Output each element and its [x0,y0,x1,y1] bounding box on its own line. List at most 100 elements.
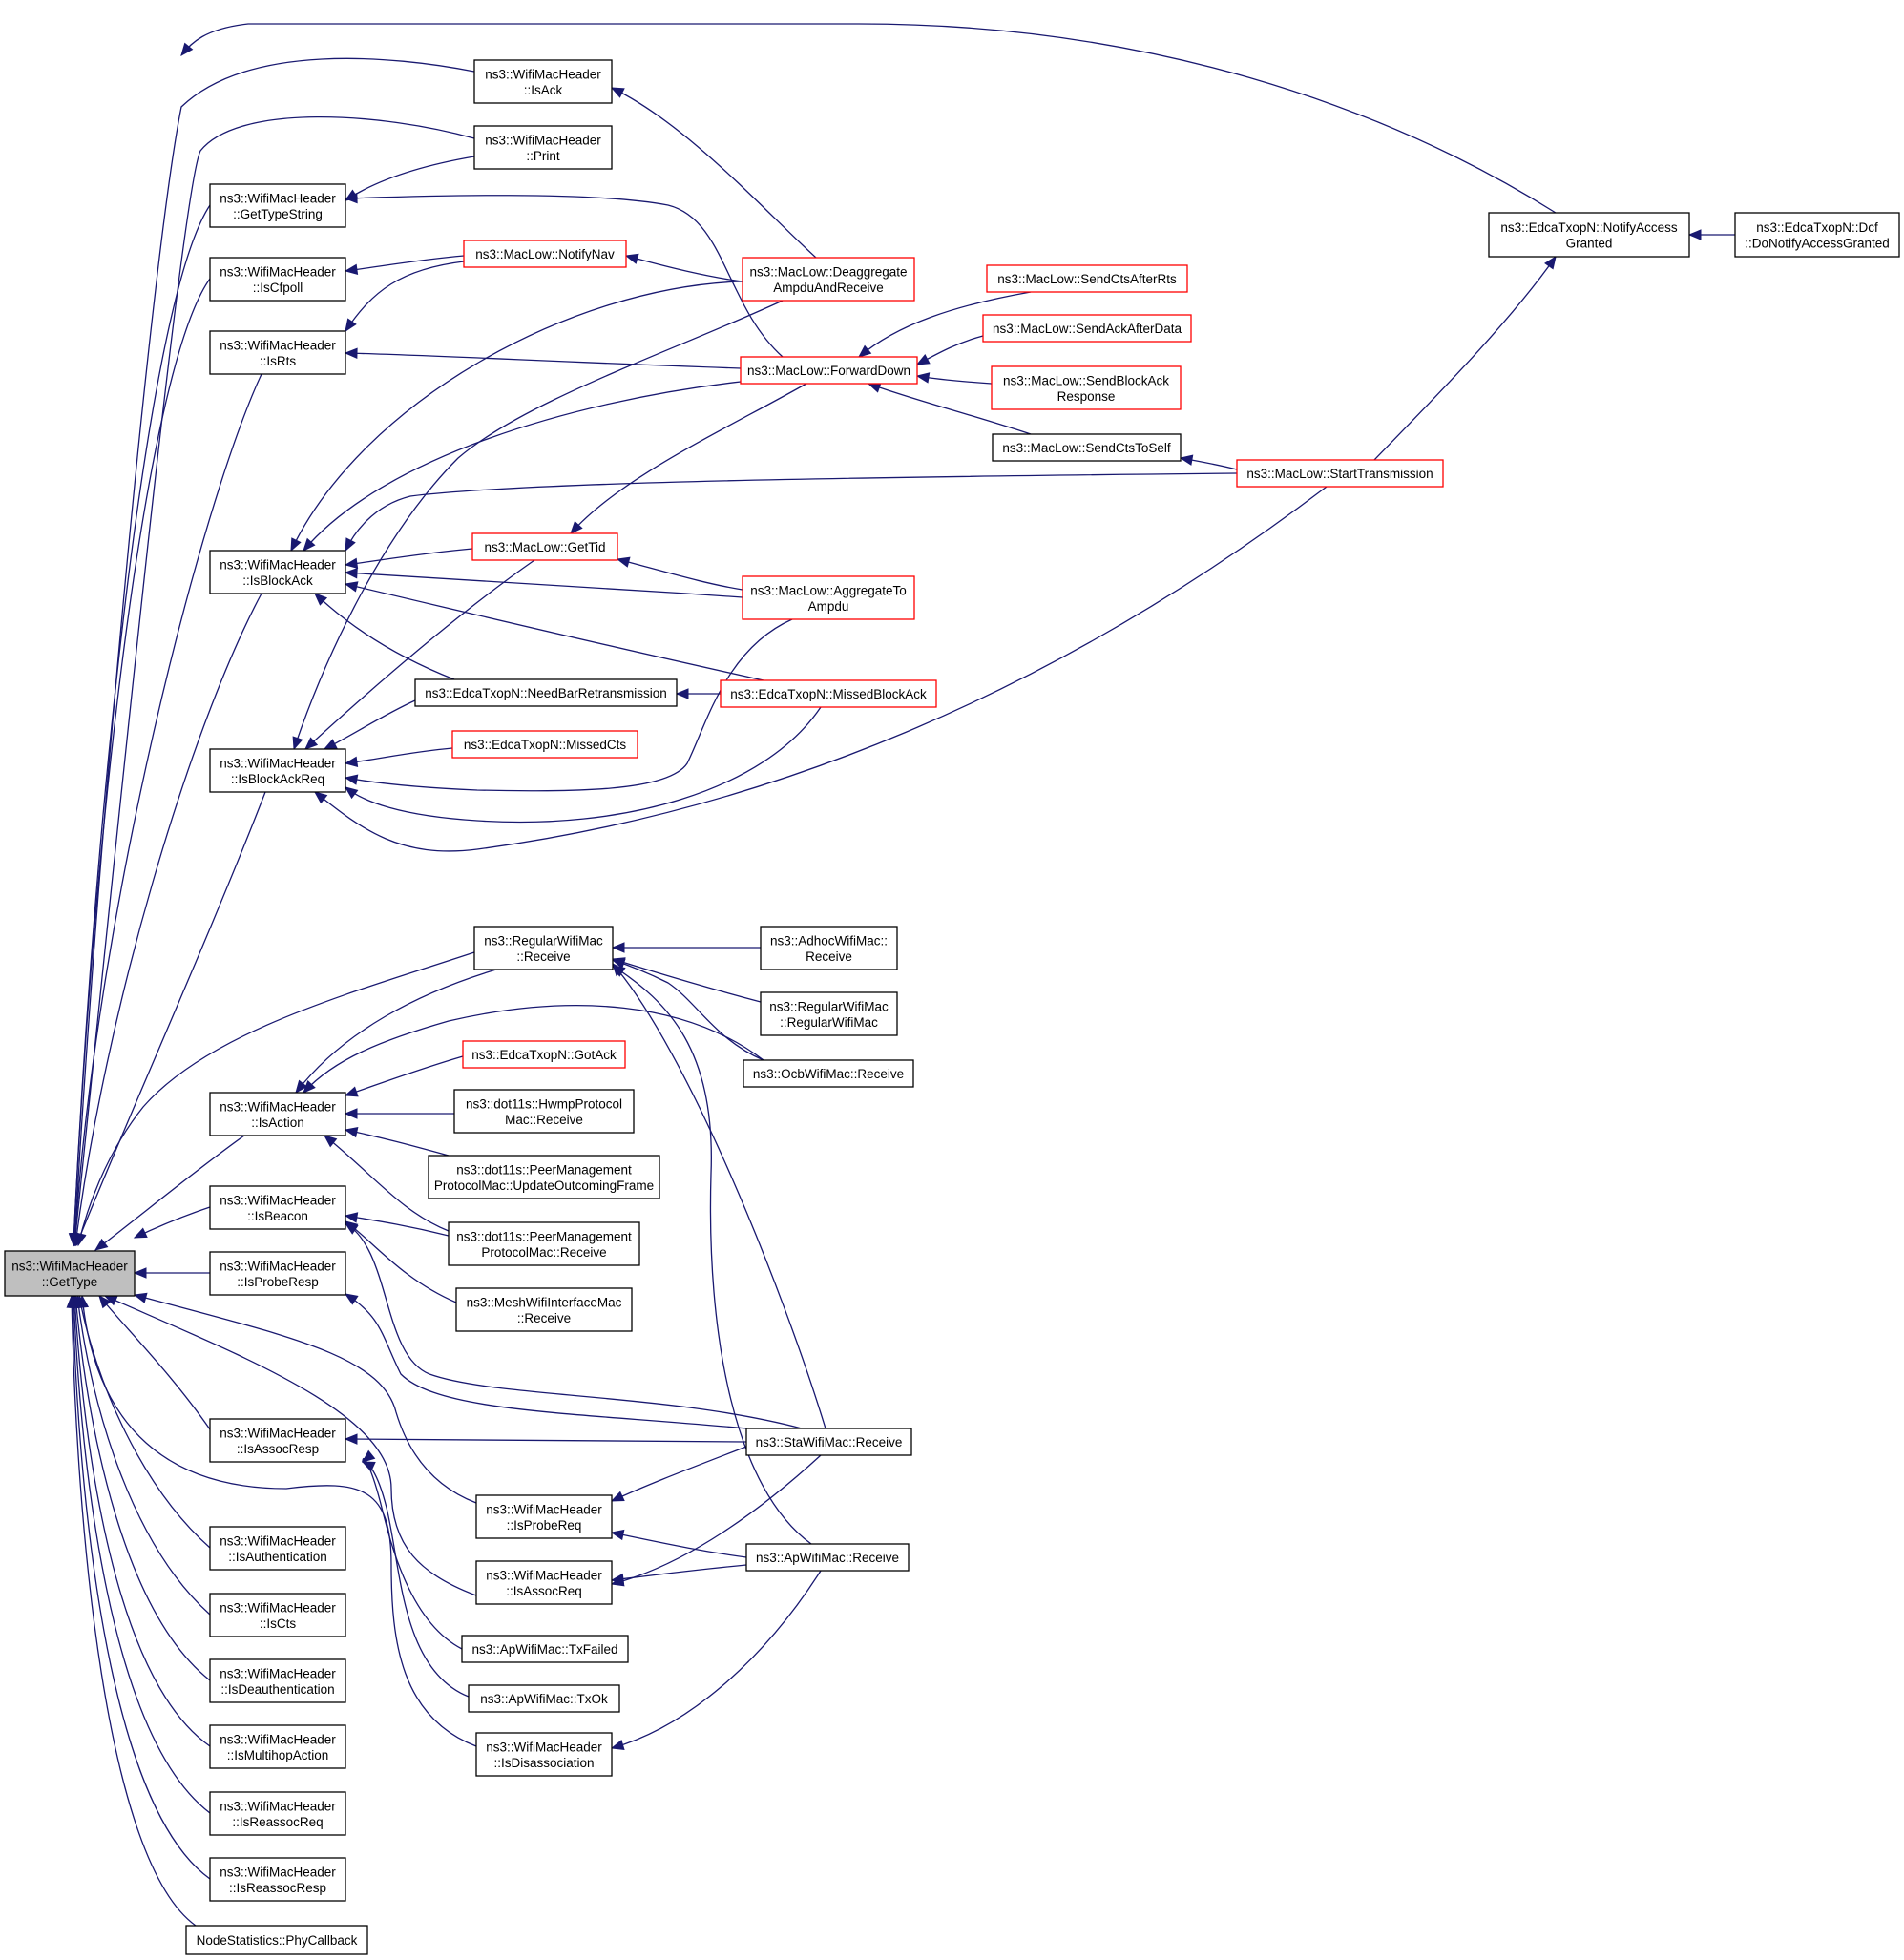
edge-arrowhead [303,1079,316,1094]
node-box [428,1155,660,1199]
node-isassocreq[interactable]: ns3::WifiMacHeader::IsAssocReq [475,1560,613,1605]
node-isaction[interactable]: ns3::WifiMacHeader::IsAction [209,1092,346,1136]
edge-line [345,583,764,681]
node-missedba[interactable]: ns3::EdcaTxopN::MissedBlockAck [720,679,937,708]
node-print[interactable]: ns3::WifiMacHeader::Print [473,125,613,170]
node-label: ::IsProbeResp [237,1275,319,1289]
edge-arrowhead [570,520,583,534]
node-label: ::IsCts [260,1616,297,1631]
node-pmupdate[interactable]: ns3::dot11s::PeerManagementProtocolMac::… [428,1155,660,1199]
edge-arrowhead [345,537,356,553]
edge-ismultihop-to-root [70,1294,211,1747]
node-sendctsrts[interactable]: ns3::MacLow::SendCtsAfterRts [986,264,1188,293]
node-isreassocreq[interactable]: ns3::WifiMacHeader::IsReassocReq [209,1791,346,1836]
node-sendackdata[interactable]: ns3::MacLow::SendAckAfterData [982,314,1192,343]
node-isblockack[interactable]: ns3::WifiMacHeader::IsBlockAck [209,550,346,594]
edge-arrowhead [66,1294,78,1308]
edge-line [345,1438,747,1443]
node-isdisassoc[interactable]: ns3::WifiMacHeader::IsDisassociation [475,1732,613,1777]
node-isreassocresp[interactable]: ns3::WifiMacHeader::IsReassocResp [209,1857,346,1902]
node-iscts[interactable]: ns3::WifiMacHeader::IsCts [209,1593,346,1637]
edge-hwmp-to-isaction [344,1108,454,1119]
edge-arrowhead [133,1267,147,1279]
edge-pmrecv-to-isbeacon [344,1212,450,1237]
edge-isack-to-root [69,57,475,1247]
edge-deaggr-to-isack [610,87,817,259]
node-pmrecv[interactable]: ns3::dot11s::PeerManagementProtocolMac::… [448,1221,640,1266]
node-isbeacon[interactable]: ns3::WifiMacHeader::IsBeacon [209,1185,346,1230]
edge-arrowhead [303,537,316,552]
node-label: ns3::WifiMacHeader [485,133,601,147]
node-isblockackreq[interactable]: ns3::WifiMacHeader::IsBlockAckReq [209,748,346,793]
edge-arrowhead [857,344,872,358]
edge-isbeacon-to-root [133,1206,211,1239]
node-label: ns3::EdcaTxopN::NeedBarRetransmission [425,686,667,700]
node-label: NodeStatistics::PhyCallback [197,1933,358,1948]
edge-arrowhead [611,965,626,977]
node-txok[interactable]: ns3::ApWifiMac::TxOk [468,1684,620,1713]
node-notifyaccess[interactable]: ns3::EdcaTxopN::NotifyAccessGranted [1488,212,1690,258]
node-isproberesp[interactable]: ns3::WifiMacHeader::IsProbeResp [209,1251,346,1296]
node-box [473,59,613,104]
node-needbar[interactable]: ns3::EdcaTxopN::NeedBarRetransmission [414,678,678,707]
node-label: ::IsAuthentication [228,1550,327,1564]
node-root[interactable]: ns3::WifiMacHeader::GetType [4,1250,136,1297]
edge-missedba-to-needbar [675,688,721,699]
edge-isassocresp-to-root [98,1294,211,1430]
node-notifynav[interactable]: ns3::MacLow::NotifyNav [463,240,627,268]
node-gettypestring[interactable]: ns3::WifiMacHeader::GetTypeString [209,183,346,228]
node-isauth[interactable]: ns3::WifiMacHeader::IsAuthentication [209,1526,346,1571]
node-label: ns3::MacLow::StartTransmission [1246,467,1433,481]
node-txfailed[interactable]: ns3::ApWifiMac::TxFailed [461,1635,629,1663]
node-gettid[interactable]: ns3::MacLow::GetTid [471,532,618,561]
node-box [760,926,898,970]
edge-line [73,278,211,1246]
edge-line [1373,256,1557,461]
edge-forwarddown-to-gettypestring [344,192,784,358]
node-regctor[interactable]: ns3::RegularWifiMac::RegularWifiMac [760,991,898,1036]
node-label: ns3::ApWifiMac::Receive [756,1551,899,1565]
edge-arrowhead [344,263,359,276]
node-iscfpoll[interactable]: ns3::WifiMacHeader::IsCfpoll [209,257,346,302]
node-starecv[interactable]: ns3::StaWifiMac::Receive [745,1428,912,1456]
node-label: ns3::RegularWifiMac [484,933,603,948]
node-box [982,314,1192,343]
node-label: ns3::WifiMacHeader [220,1193,336,1207]
edge-isaction-to-root [94,1135,245,1251]
node-label: ns3::dot11s::PeerManagement [456,1162,632,1177]
edge-arrowhead [915,372,931,384]
edge-arrowhead [610,1573,625,1585]
node-regrecv[interactable]: ns3::RegularWifiMac::Receive [473,926,614,970]
edge-arrowhead [1179,454,1194,466]
node-ismultihop[interactable]: ns3::WifiMacHeader::IsMultihopAction [209,1724,346,1769]
edge-line [73,1295,211,1814]
node-label: ns3::ApWifiMac::TxFailed [471,1642,617,1657]
node-isdeauth[interactable]: ns3::WifiMacHeader::IsDeauthentication [209,1658,346,1703]
node-ocbrecv[interactable]: ns3::OcbWifiMac::Receive [743,1059,914,1088]
node-starttx[interactable]: ns3::MacLow::StartTransmission [1236,459,1444,488]
node-missedcts[interactable]: ns3::EdcaTxopN::MissedCts [451,730,638,759]
node-label: ns3::MacLow::ForwardDown [747,364,910,378]
node-isrts[interactable]: ns3::WifiMacHeader::IsRts [209,330,346,375]
edge-line [74,1295,211,1681]
node-aprecv[interactable]: ns3::ApWifiMac::Receive [745,1543,910,1572]
edge-line [81,1295,477,1747]
node-box [209,1251,346,1296]
node-nodestats[interactable]: NodeStatistics::PhyCallback [185,1925,368,1955]
node-isassocresp[interactable]: ns3::WifiMacHeader::IsAssocResp [209,1418,346,1463]
node-isprobereq[interactable]: ns3::WifiMacHeader::IsProbeReq [475,1494,613,1539]
node-isack[interactable]: ns3::WifiMacHeader::IsAck [473,59,613,104]
node-adhocrecv[interactable]: ns3::AdhocWifiMac::Receive [760,926,898,970]
edge-aprecv-to-isassocreq [610,1564,747,1585]
node-dcf[interactable]: ns3::EdcaTxopN::Dcf::DoNotifyAccessGrant… [1734,212,1900,258]
node-meshrecv[interactable]: ns3::MeshWifiInterfaceMac::Receive [455,1287,633,1332]
node-label: ns3::WifiMacHeader [220,1666,336,1680]
node-sendctsself[interactable]: ns3::MacLow::SendCtsToSelf [992,433,1182,462]
node-forwarddown[interactable]: ns3::MacLow::ForwardDown [740,356,918,385]
edge-arrowhead [610,1491,625,1502]
node-gotack[interactable]: ns3::EdcaTxopN::GotAck [462,1040,626,1069]
